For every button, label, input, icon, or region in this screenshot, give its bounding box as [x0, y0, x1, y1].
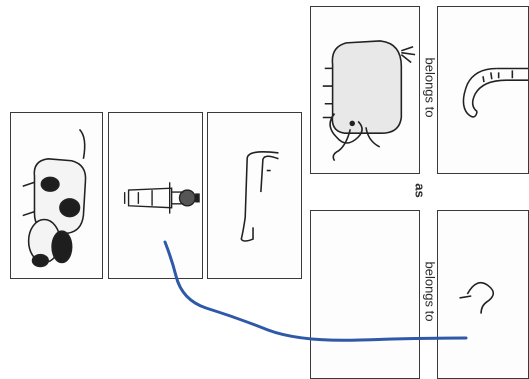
trunk-icon [462, 67, 528, 118]
elephant-icon [322, 40, 416, 162]
dog-icon [22, 128, 87, 268]
ear-icon [459, 281, 495, 314]
top-relation-text: belongs to [422, 57, 438, 118]
option-card-man[interactable] [108, 112, 203, 279]
connector-text: as [412, 183, 428, 198]
ear-card [437, 210, 529, 379]
elephant-card [310, 6, 420, 174]
option-card-dog[interactable] [10, 112, 103, 279]
option-card-leg[interactable] [207, 112, 302, 279]
man-icon [123, 182, 200, 214]
trunk-card [437, 6, 529, 174]
answer-card[interactable] [310, 210, 420, 379]
bottom-relation-text: belongs to [422, 261, 438, 322]
leg-icon [240, 151, 279, 242]
